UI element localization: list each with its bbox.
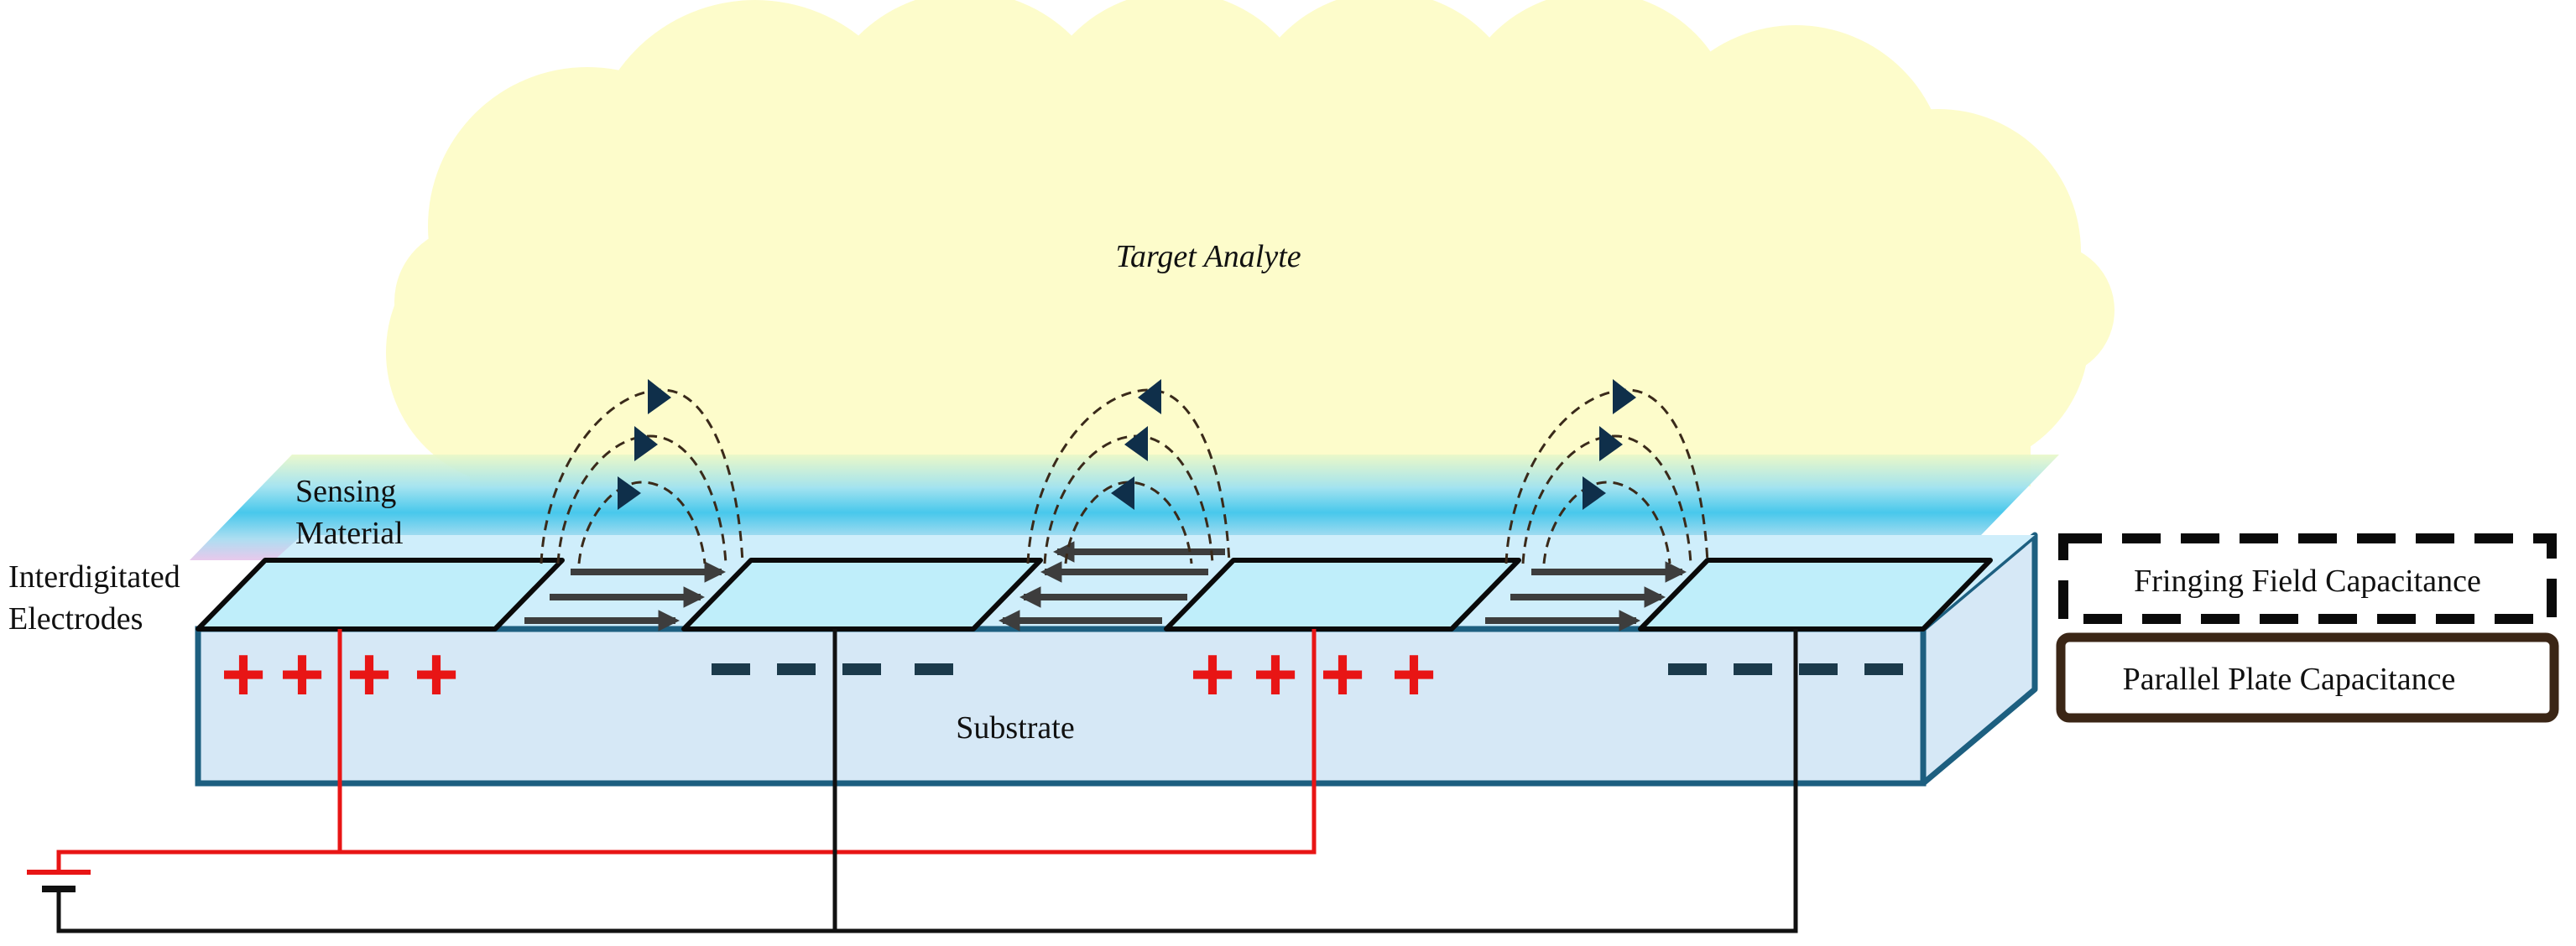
field-arrowhead — [648, 379, 671, 414]
field-arrowhead — [618, 476, 641, 510]
legend-parallel-box — [2056, 632, 2559, 723]
field-arrowhead — [634, 426, 658, 461]
field-arrowhead — [1599, 426, 1623, 461]
positive-charges: + + + + + + + + — [221, 632, 1437, 717]
red-wire — [56, 629, 1317, 872]
negative-charge — [712, 663, 750, 675]
negative-charge — [1864, 663, 1903, 675]
positive-charge: + — [221, 632, 266, 717]
negative-charge — [915, 663, 953, 675]
sensing-material-label-line2: Material — [295, 516, 404, 551]
negative-charge — [777, 663, 816, 675]
target-analyte-cloud — [386, 0, 2115, 486]
target-analyte-label: Target Analyte — [1115, 239, 1301, 274]
negative-charge — [1799, 663, 1838, 675]
electrodes-label-line2: Electrodes — [8, 601, 143, 637]
legend-parallel-label: Parallel Plate Capacitance — [2123, 662, 2456, 697]
negative-charge — [842, 663, 881, 675]
legend-fringing-box — [2058, 533, 2557, 624]
negative-charges — [712, 663, 1903, 675]
interdigitated-electrodes — [196, 558, 1993, 632]
positive-charge: + — [347, 632, 392, 717]
negative-charge — [1668, 663, 1707, 675]
field-arrowhead — [1613, 379, 1636, 414]
black-wire — [56, 629, 1798, 933]
legend-fringing-label: Fringing Field Capacitance — [2134, 564, 2481, 599]
sensing-material-layer — [190, 455, 2059, 560]
electrodes-label-line1: Interdigitated — [8, 559, 180, 595]
parallel-field-arrows — [524, 541, 1687, 632]
negative-charge — [1734, 663, 1772, 675]
field-arrowhead — [1111, 476, 1134, 510]
positive-charge: + — [1320, 632, 1365, 717]
substrate-label: Substrate — [956, 710, 1074, 746]
positive-charge: + — [1253, 632, 1298, 717]
electrode-finger — [1164, 558, 1521, 632]
field-arrowheads — [618, 379, 1636, 510]
positive-charge: + — [1190, 632, 1235, 717]
substrate — [195, 532, 2038, 787]
positive-charge: + — [414, 632, 459, 717]
battery-icon — [27, 870, 91, 892]
positive-charge: + — [1391, 632, 1437, 717]
electrode-finger — [1638, 558, 1993, 632]
field-arrowhead — [1124, 426, 1148, 461]
sensing-material-label-line1: Sensing — [295, 474, 396, 509]
electrode-finger — [196, 558, 565, 632]
electrode-finger — [681, 558, 1043, 632]
field-arrowhead — [1583, 476, 1606, 510]
field-arrowhead — [1138, 379, 1161, 414]
positive-charge: + — [279, 632, 325, 717]
legend: Fringing Field Capacitance Parallel Plat… — [2056, 533, 2559, 723]
